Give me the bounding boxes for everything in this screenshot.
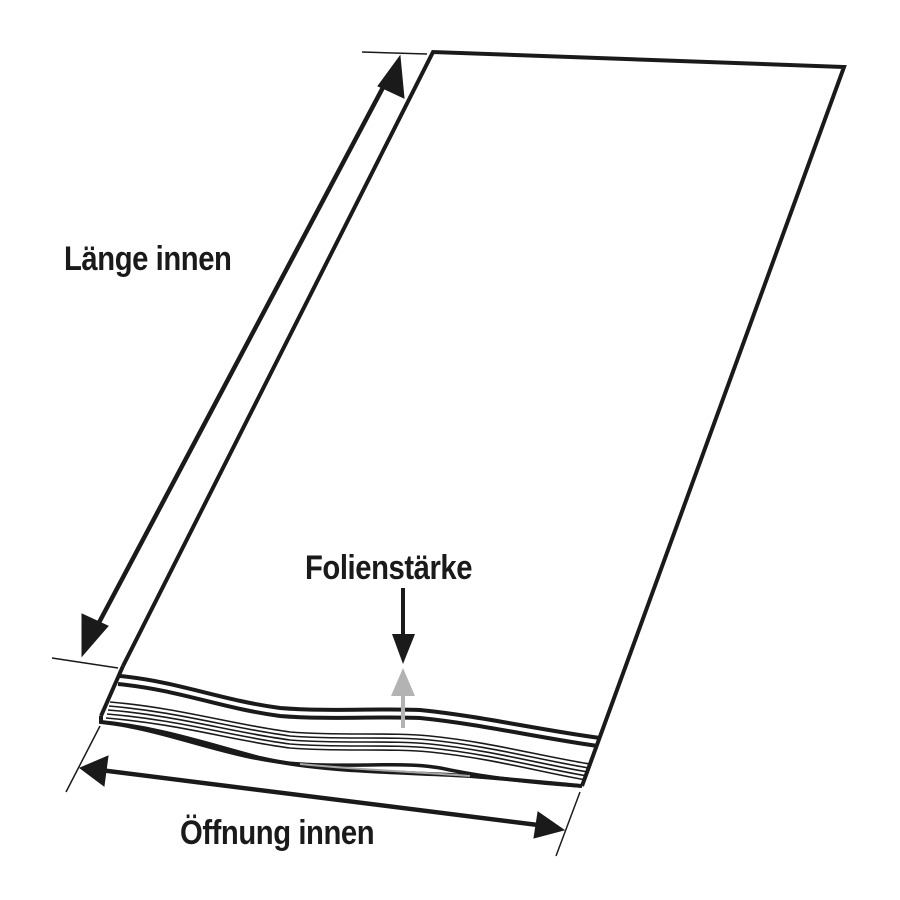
thickness-indicator bbox=[391, 588, 415, 728]
arrow-right-icon bbox=[533, 811, 566, 839]
zipper-track bbox=[105, 701, 591, 781]
bag-opening-edge bbox=[99, 716, 583, 788]
length-label: Länge innen bbox=[64, 240, 232, 278]
arrow-up-icon bbox=[377, 54, 405, 99]
arrow-down-icon bbox=[392, 634, 415, 664]
arrow-up-icon bbox=[391, 668, 415, 696]
opening-label: Öffnung innen bbox=[180, 814, 375, 852]
bag-outline bbox=[99, 49, 847, 787]
arrow-left-icon bbox=[79, 755, 109, 787]
zipper-top-seal bbox=[117, 674, 601, 748]
arrow-down-icon bbox=[81, 613, 109, 658]
thickness-label: Folienstärke bbox=[305, 549, 473, 587]
opening-dimension bbox=[65, 725, 581, 857]
length-dimension bbox=[51, 51, 428, 669]
